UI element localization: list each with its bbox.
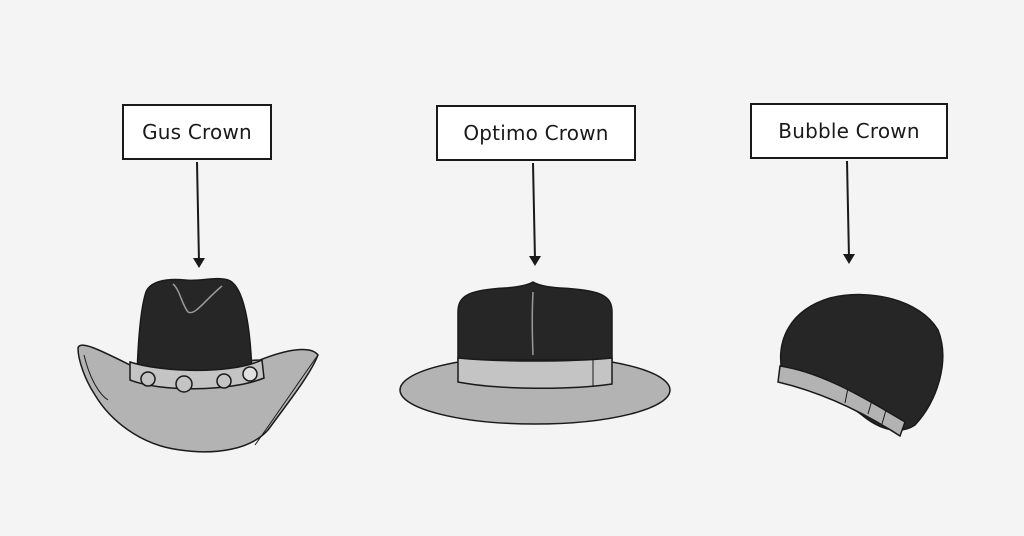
arrow-gus <box>193 161 205 268</box>
label-gus-crown: Gus Crown <box>122 104 272 160</box>
arrow-optimo <box>529 162 541 266</box>
bubble-crown-hat-icon <box>777 293 944 438</box>
label-optimo-crown: Optimo Crown <box>436 105 636 161</box>
arrow-bubble <box>843 160 855 264</box>
gus-crown-hat-icon <box>77 277 319 453</box>
label-bubble-crown: Bubble Crown <box>750 103 948 159</box>
optimo-crown-hat-icon <box>399 281 671 425</box>
